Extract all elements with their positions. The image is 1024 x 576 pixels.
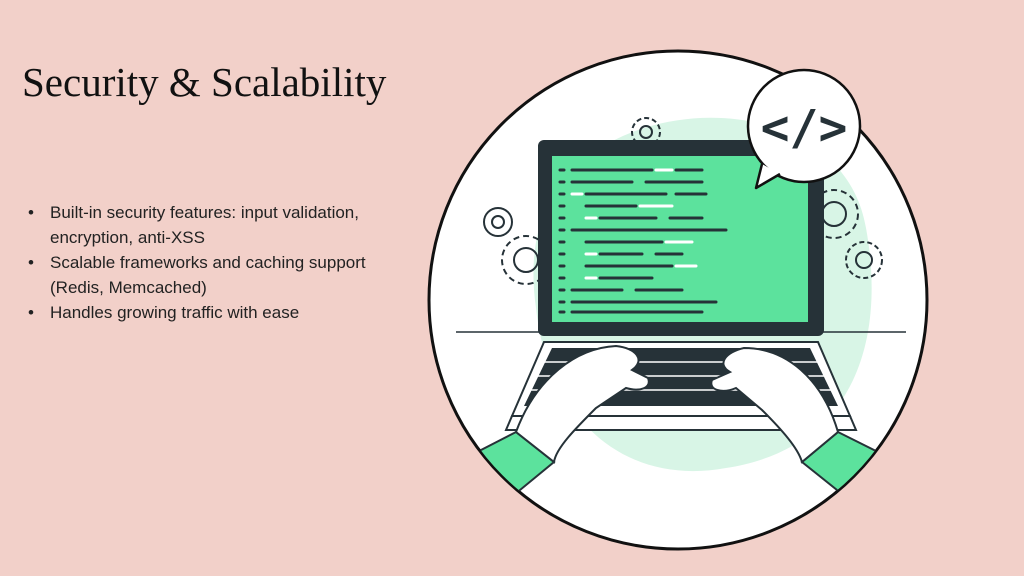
- bullet-marker: •: [28, 253, 34, 272]
- code-badge-label: </>: [761, 100, 848, 156]
- bullet-text: Built-in security features: input valida…: [50, 203, 359, 247]
- code-badge: </>: [746, 68, 862, 190]
- bullet-list: • Built-in security features: input vali…: [28, 200, 408, 325]
- laptop-front-edge: [504, 415, 858, 431]
- bullet-text: Handles growing traffic with ease: [50, 303, 300, 322]
- code-lines: [558, 168, 728, 314]
- bullet-item: • Scalable frameworks and caching suppor…: [28, 250, 408, 300]
- bullet-marker: •: [28, 203, 34, 222]
- bullet-text: Scalable frameworks and caching support …: [50, 253, 366, 297]
- slide-title: Security & Scalability: [22, 59, 387, 105]
- bullet-item: • Handles growing traffic with ease: [28, 300, 408, 325]
- gear-icon: [483, 117, 883, 285]
- right-hand: [710, 346, 840, 464]
- laptop-coding-illustration: </>: [427, 49, 929, 551]
- bullet-marker: •: [28, 303, 34, 322]
- bullet-item: • Built-in security features: input vali…: [28, 200, 408, 250]
- left-hand: [514, 344, 650, 464]
